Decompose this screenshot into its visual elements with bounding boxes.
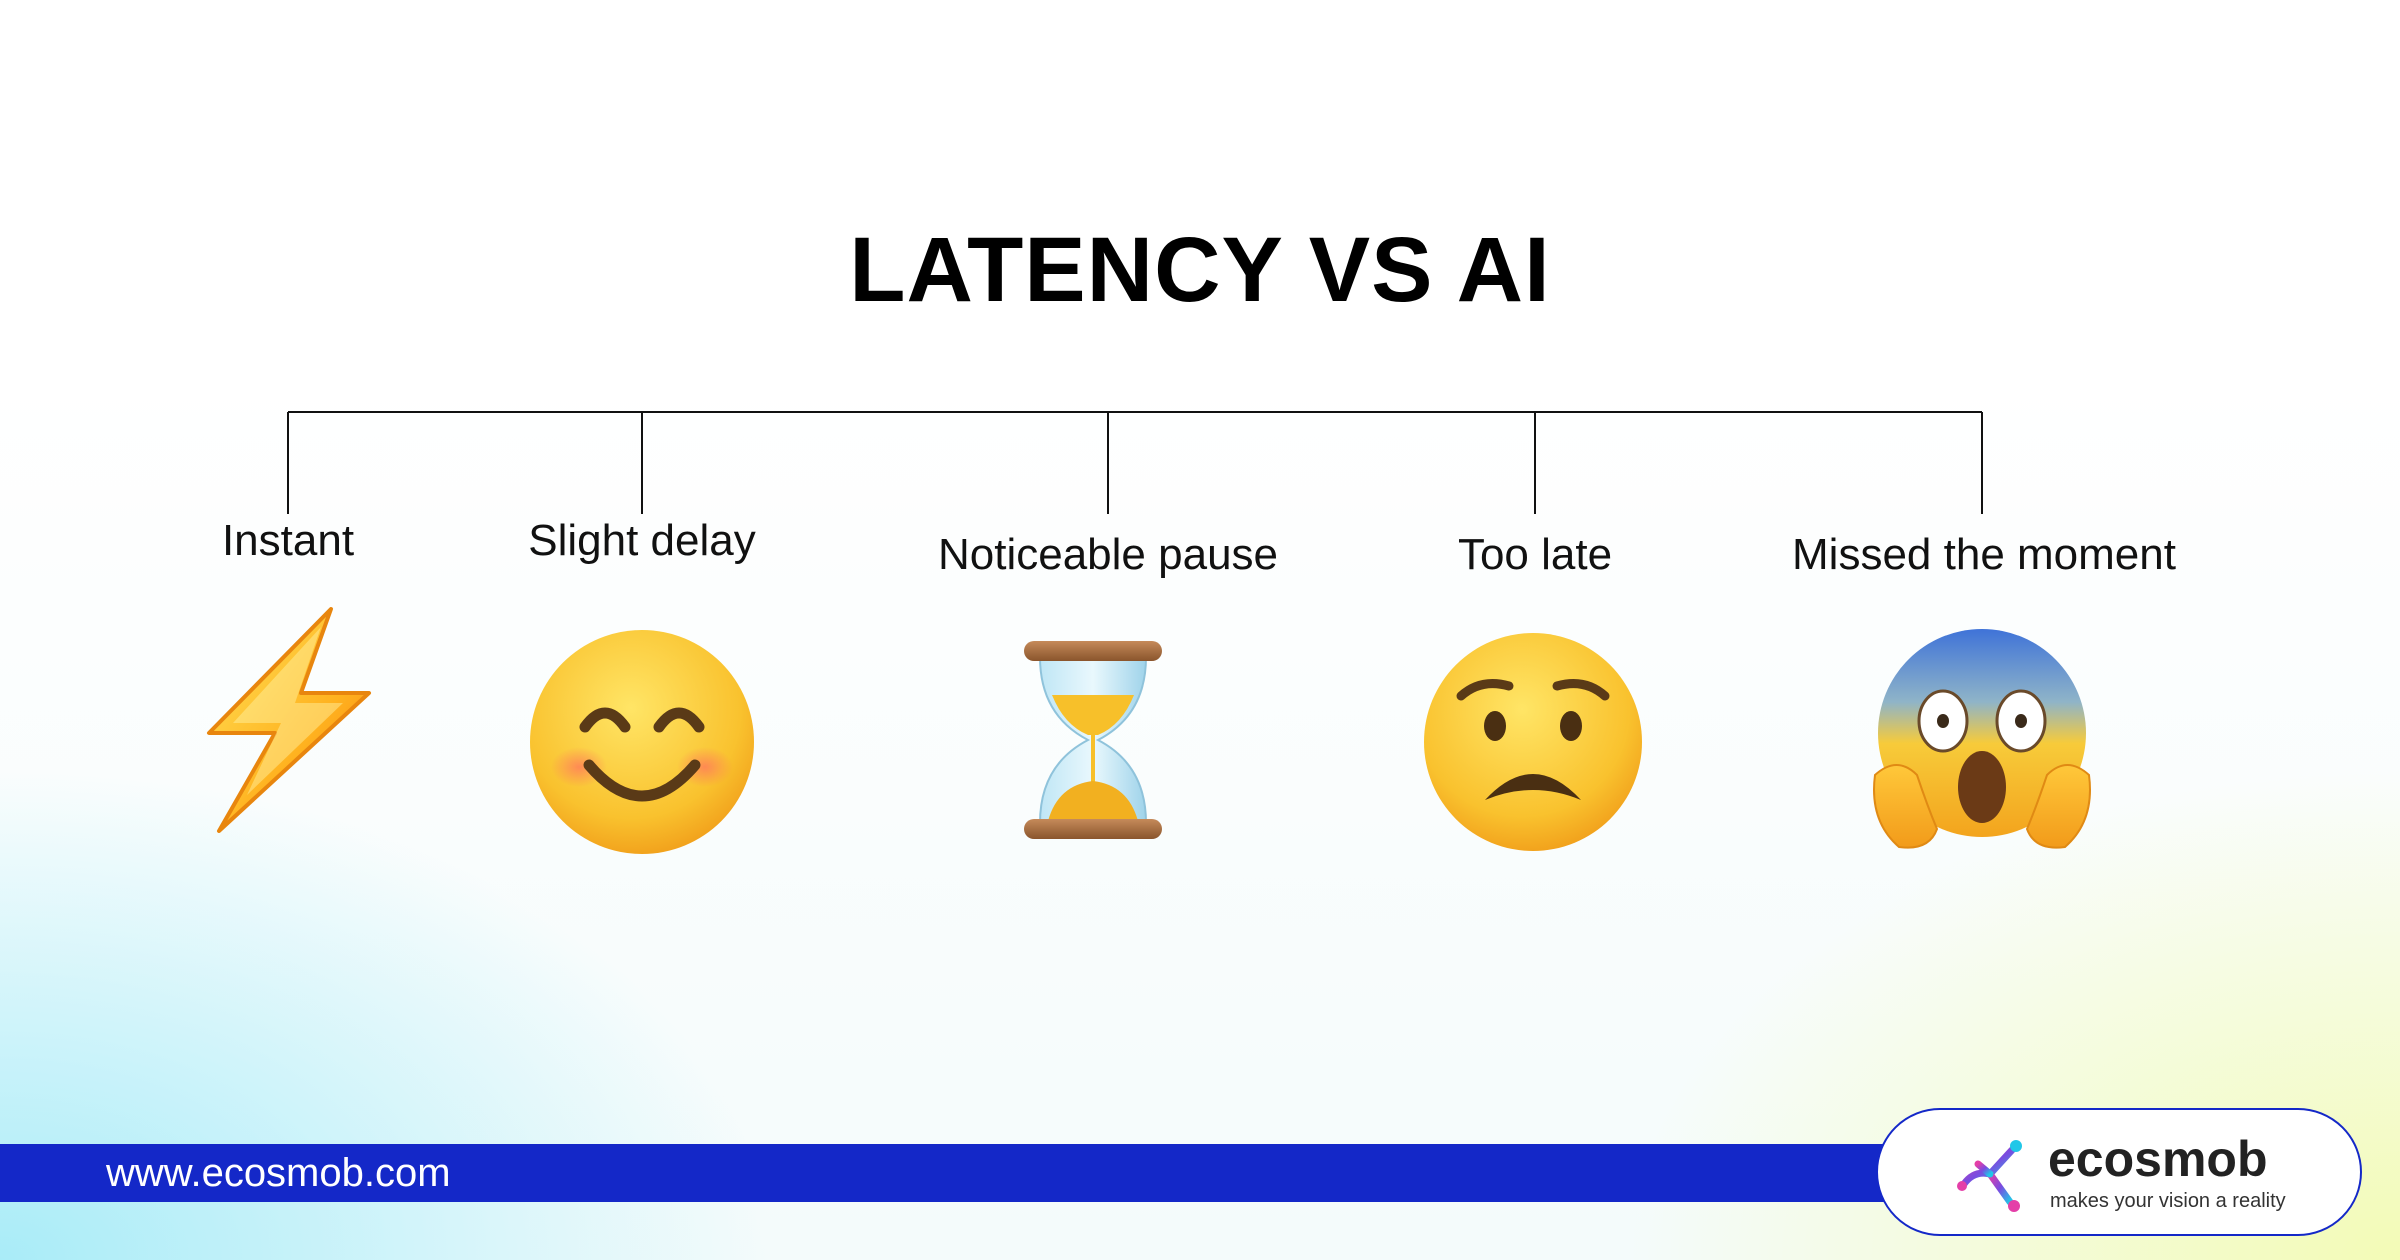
brand-logo-badge: ecosmob makes your vision a reality [1876, 1108, 2362, 1236]
ecosmob-logo-icon [1957, 1140, 2022, 1212]
brand-tagline: makes your vision a reality [2050, 1190, 2286, 1212]
hourglass-icon [1024, 641, 1162, 839]
page-title: LATENCY VS AI [849, 219, 1551, 321]
worried-face-icon [1424, 633, 1642, 851]
hierarchy-connectors [287, 411, 1983, 514]
stage-label-slight-delay: Slight delay [528, 516, 756, 565]
screaming-face-icon [1873, 629, 2091, 849]
smiling-face-icon [530, 630, 754, 854]
stage-label-missed-the-moment: Missed the moment [1792, 530, 2176, 579]
stage-label-noticeable-pause: Noticeable pause [937, 530, 1279, 579]
stage-label-instant: Instant [221, 516, 355, 565]
footer-website-link[interactable]: www.ecosmob.com [106, 1151, 451, 1195]
lightning-bolt-icon [207, 607, 371, 833]
footer-bar [0, 1144, 1900, 1202]
stage-label-too-late: Too late [1457, 530, 1613, 579]
brand-name: ecosmob [2048, 1131, 2268, 1187]
